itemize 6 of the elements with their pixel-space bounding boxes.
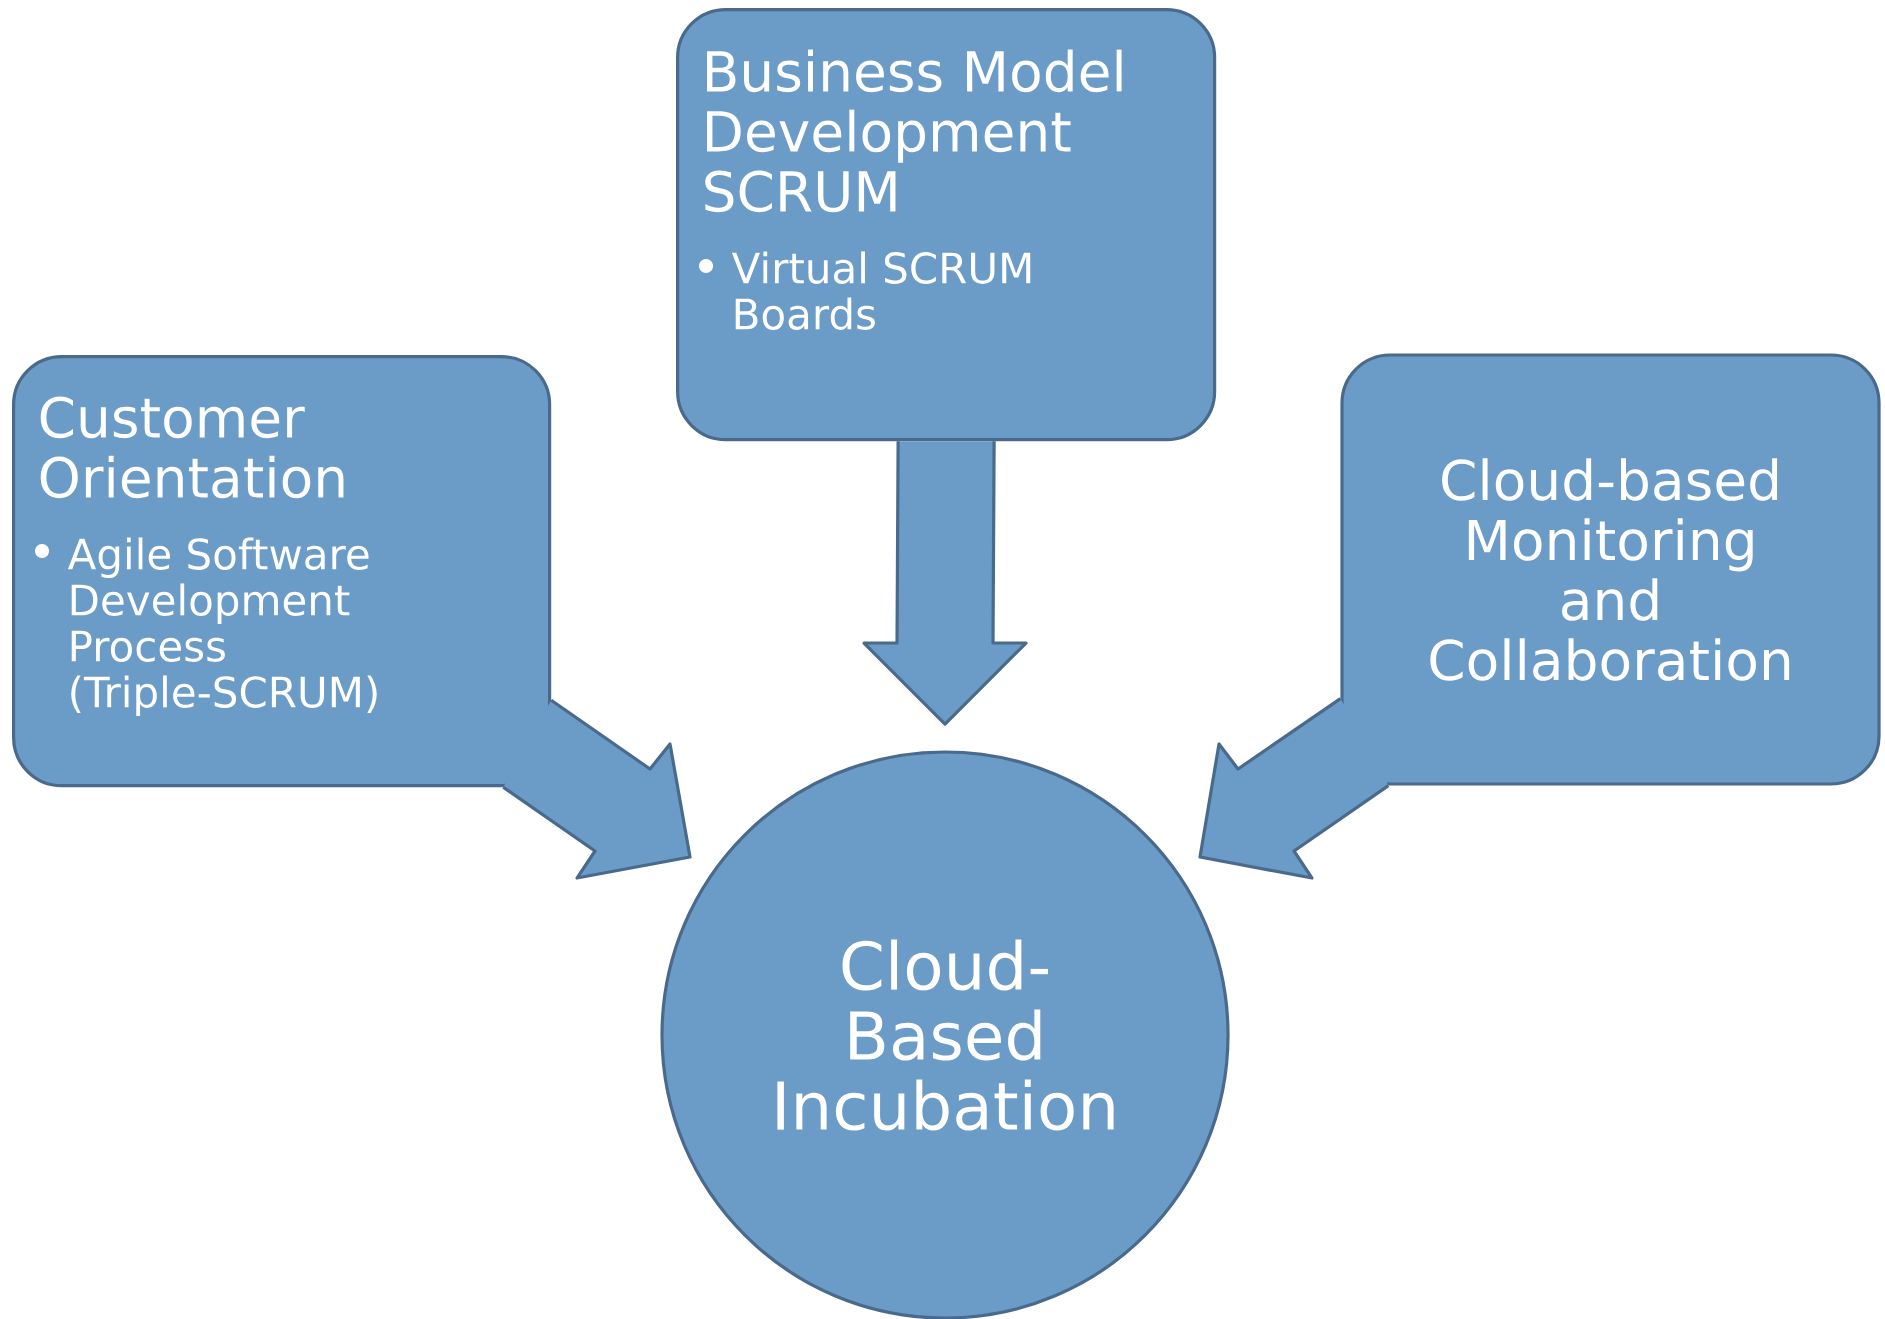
- process-box: Customer Orientation Agile Software Development Process (Triple-SCRUM): [12, 355, 552, 788]
- block-arrow: [1198, 697, 1390, 880]
- process-box: Cloud-based Monitoring and Collaboration: [1340, 353, 1881, 786]
- process-box: Business Model Development SCRUM Virtual SCRUM Boards: [676, 8, 1217, 442]
- block-arrow: [862, 439, 1028, 726]
- block-arrow: [501, 698, 692, 880]
